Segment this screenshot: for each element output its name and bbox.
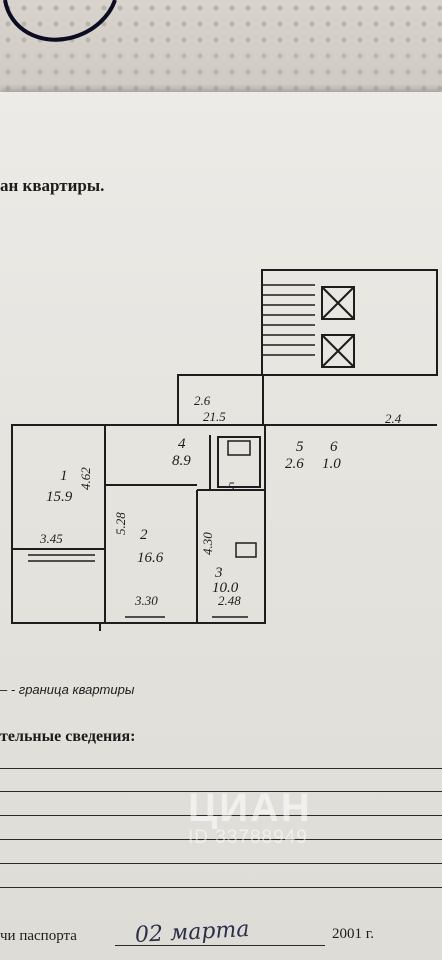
elevator-shafts — [321, 286, 355, 368]
extra-info-heading: тельные сведения: — [0, 728, 136, 745]
ruled-line — [0, 887, 442, 888]
sink — [227, 440, 251, 456]
dim-4-62: 4.62 — [78, 467, 93, 490]
dim-5: 5 — [228, 479, 235, 494]
stove — [235, 542, 257, 558]
room-1-number: 1 — [60, 468, 68, 484]
dim-3-45: 3.45 — [39, 531, 63, 546]
date-underline — [115, 945, 325, 946]
stairwell — [261, 269, 438, 376]
watermark-id: ID 33788949 — [188, 827, 308, 848]
footer-label: чи паспорта — [0, 928, 77, 944]
room-5-number: 5 — [296, 439, 304, 455]
room-3-area: 10.0 — [212, 580, 239, 596]
dim-2-48: 2.48 — [218, 593, 241, 608]
apartment-border-note: – - граница квартиры — [0, 682, 135, 697]
room-6-area: 1.0 — [322, 456, 341, 472]
ruled-line — [0, 815, 442, 816]
room-4-area: 8.9 — [172, 453, 191, 469]
room-2-area: 16.6 — [137, 550, 164, 566]
room-1-area: 15.9 — [46, 489, 73, 505]
ruled-line — [0, 839, 442, 840]
cable-decoration — [3, 0, 117, 42]
ruled-line — [0, 863, 442, 864]
document-heading: ан квартиры. — [0, 176, 105, 195]
floor-plan: 1 15.9 2 16.6 3 10.0 4 8.9 5 2.6 6 1.0 4… — [11, 269, 438, 631]
room-2-number: 2 — [140, 527, 148, 543]
bathroom — [217, 436, 261, 488]
year-text: 2001 г. — [332, 926, 374, 942]
ruled-line — [0, 791, 442, 792]
ruled-line — [0, 768, 442, 769]
room-5-area: 2.6 — [285, 456, 304, 472]
dim-5-28: 5.28 — [113, 512, 128, 535]
dim-21-5: 21.5 — [203, 409, 226, 424]
dim-2-6: 2.6 — [194, 393, 211, 408]
staircase — [262, 284, 315, 356]
room-4-number: 4 — [178, 436, 186, 452]
lace-tablecloth — [0, 0, 442, 110]
watermark: ЦИАН ID 33788949 — [188, 786, 312, 849]
dim-4-30: 4.30 — [200, 532, 215, 555]
dim-3-30: 3.30 — [134, 593, 158, 608]
room-6-number: 6 — [330, 439, 338, 455]
watermark-brand: ЦИАН — [188, 786, 312, 830]
balcony — [11, 548, 95, 595]
dim-2-4: 2.4 — [385, 411, 402, 426]
room-3-number: 3 — [214, 565, 223, 581]
